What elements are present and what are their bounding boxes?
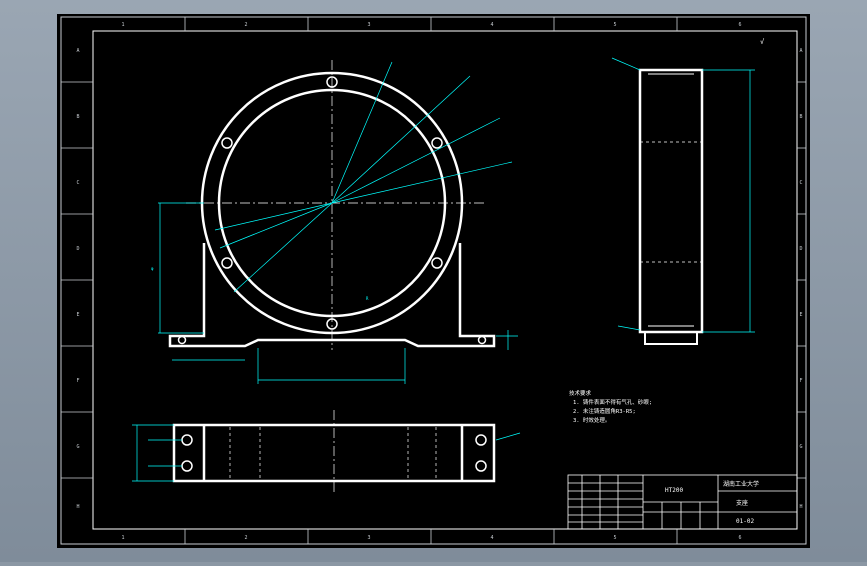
row-marker-left: C <box>76 180 79 186</box>
sheet-background <box>57 14 810 548</box>
dimension-text: R <box>366 296 369 301</box>
roughness-mark: √ <box>760 38 765 46</box>
row-marker-left: G <box>76 444 79 450</box>
bolt-holes-top <box>181 434 487 472</box>
title-school: 湖南工业大学 <box>723 480 759 488</box>
row-marker-left: F <box>76 378 79 384</box>
row-marker-right: H <box>799 504 802 510</box>
bolt-holes-front <box>177 76 487 345</box>
title-material: HT200 <box>665 487 683 494</box>
column-marker-bottom: 6 <box>738 535 741 541</box>
column-marker-top: 3 <box>367 22 370 28</box>
row-marker-left: E <box>76 312 79 318</box>
side-dimensions <box>611 57 755 333</box>
notes-line: 1. 铸件表面不得有气孔、砂眼; <box>573 398 652 406</box>
front-centerlines <box>186 60 484 350</box>
outer-border <box>60 16 807 545</box>
title-part-name: 支座 <box>736 499 748 507</box>
top-dimensions <box>132 424 521 482</box>
column-marker-bottom: 3 <box>367 535 370 541</box>
notes-line: 3. 时效处理。 <box>573 416 610 424</box>
column-marker-bottom: 1 <box>121 535 124 541</box>
front-dimensions <box>158 61 518 384</box>
column-marker-bottom: 2 <box>244 535 247 541</box>
row-marker-right: F <box>799 378 802 384</box>
row-marker-left: H <box>76 504 79 510</box>
side-base <box>644 331 698 345</box>
dimension-text: φ <box>151 266 154 271</box>
column-marker-top: 5 <box>613 22 616 28</box>
notes-line: 2. 未注铸造圆角R3-R5; <box>573 407 636 415</box>
row-marker-right: C <box>799 180 802 186</box>
row-marker-left: B <box>76 114 79 120</box>
column-marker-top: 4 <box>490 22 493 28</box>
row-marker-right: D <box>799 246 802 252</box>
side-view <box>638 68 704 345</box>
row-marker-right: G <box>799 444 802 450</box>
top-view <box>172 410 496 495</box>
row-marker-left: A <box>76 48 79 54</box>
notes-title: 技术要求 <box>569 389 592 397</box>
title-drawing-number: 01-02 <box>736 518 754 525</box>
column-marker-top: 1 <box>121 22 124 28</box>
title-block <box>567 474 798 530</box>
zone-ticks <box>61 17 806 544</box>
row-marker-right: A <box>799 48 802 54</box>
column-marker-bottom: 4 <box>490 535 493 541</box>
column-marker-bottom: 5 <box>613 535 616 541</box>
column-marker-top: 2 <box>244 22 247 28</box>
row-marker-left: D <box>76 246 79 252</box>
column-marker-top: 6 <box>738 22 741 28</box>
row-marker-right: E <box>799 312 802 318</box>
row-marker-right: B <box>799 114 802 120</box>
